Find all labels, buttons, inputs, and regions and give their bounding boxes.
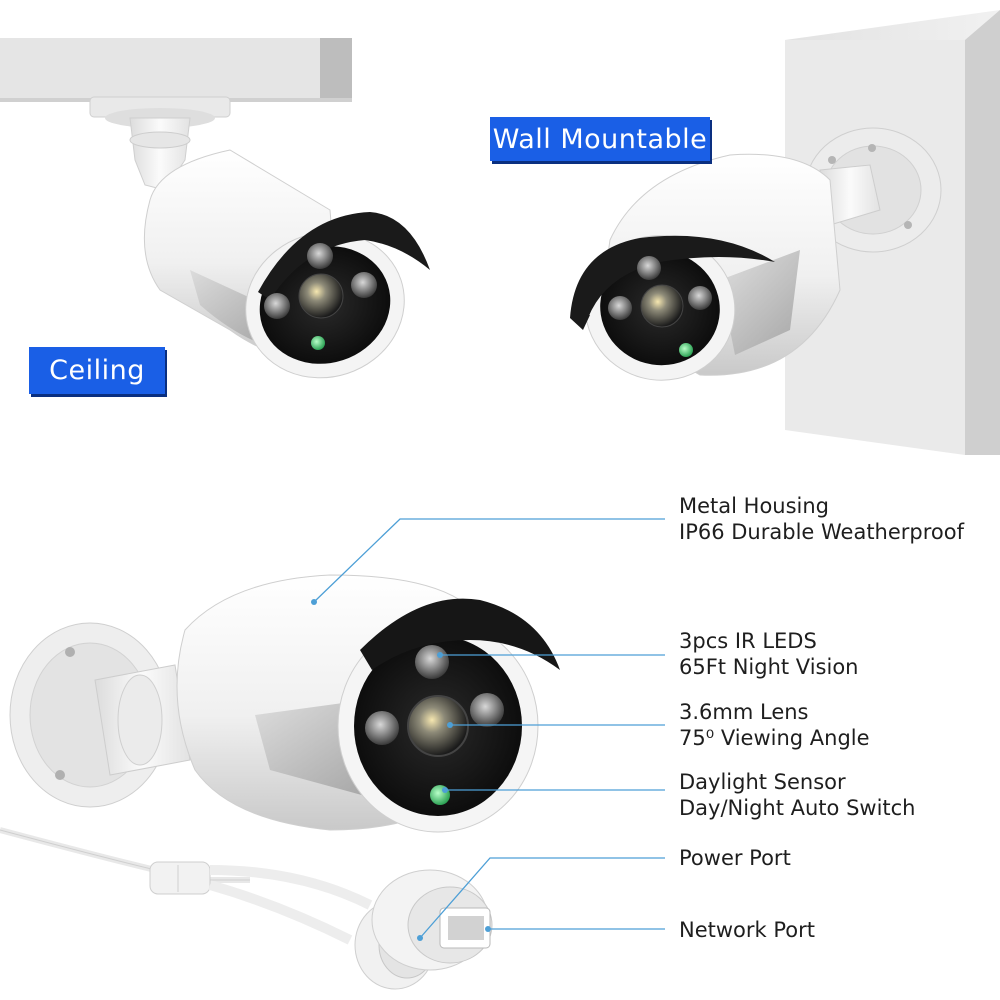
wall-mountable-badge: Wall Mountable xyxy=(490,117,710,161)
callout-power-line xyxy=(419,857,665,939)
network-connector-icon xyxy=(371,869,493,971)
feature-housing-title: Metal Housing xyxy=(679,494,830,518)
feature-housing: Metal Housing IP66 Durable Weatherproof xyxy=(679,493,964,545)
callout-housing-line xyxy=(313,518,665,603)
ceiling-camera-icon xyxy=(89,96,430,379)
feature-sensor-detail: Day/Night Auto Switch xyxy=(679,796,916,820)
feature-ir-detail: 65Ft Night Vision xyxy=(679,655,859,679)
callout-lines xyxy=(311,518,665,941)
wall-camera-icon xyxy=(570,127,942,381)
detail-camera-icon xyxy=(0,574,560,990)
feature-ir-title: 3pcs IR LEDS xyxy=(679,629,817,653)
callout-network-dot xyxy=(485,926,491,932)
feature-lens-title: 3.6mm Lens xyxy=(679,700,809,724)
feature-network-title: Network Port xyxy=(679,918,815,942)
ceiling-slab-icon xyxy=(0,38,352,102)
ceiling-badge: Ceiling xyxy=(29,347,165,394)
callout-ir-dot xyxy=(437,652,443,658)
callout-lens-dot xyxy=(447,722,453,728)
feature-network-port: Network Port xyxy=(679,917,815,943)
feature-power-title: Power Port xyxy=(679,846,791,870)
feature-lens: 3.6mm Lens 75⁰ Viewing Angle xyxy=(679,699,870,751)
callout-power-dot xyxy=(417,935,423,941)
feature-lens-detail: 75⁰ Viewing Angle xyxy=(679,726,870,750)
feature-sensor-title: Daylight Sensor xyxy=(679,770,846,794)
feature-ir-leds: 3pcs IR LEDS 65Ft Night Vision xyxy=(679,628,858,680)
feature-sensor: Daylight Sensor Day/Night Auto Switch xyxy=(679,769,916,821)
callout-sensor-dot xyxy=(442,787,448,793)
feature-power-port: Power Port xyxy=(679,845,791,871)
feature-housing-detail: IP66 Durable Weatherproof xyxy=(679,520,965,544)
callout-housing-dot xyxy=(311,599,317,605)
